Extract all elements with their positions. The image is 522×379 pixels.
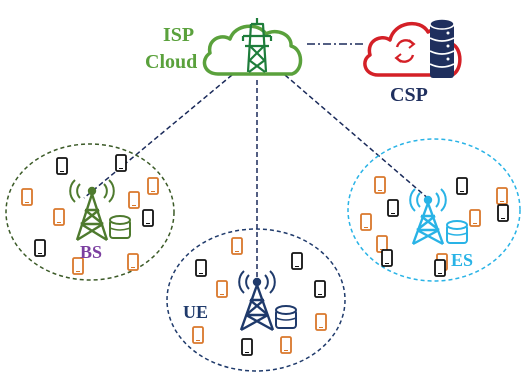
ue-tower-icon: [238, 270, 276, 332]
ue-devices: [192, 237, 327, 356]
isp-label-line2: Cloud: [145, 51, 198, 73]
ue-cluster: [166, 228, 346, 372]
csp-cloud-icon: [363, 18, 462, 78]
transmission-tower-icon: [241, 18, 273, 73]
network-links: [83, 43, 431, 282]
bs-tower-icon: [69, 179, 115, 242]
isp-label-line1: ISP: [163, 24, 195, 46]
isp-cloud-icon: [202, 18, 303, 76]
es-cluster: [347, 138, 521, 282]
bs-database-icon: [109, 215, 131, 239]
bs-cluster: [5, 143, 175, 281]
ue-label: UE: [183, 302, 209, 322]
csp-label: CSP: [390, 84, 428, 106]
es-database-icon: [446, 220, 468, 244]
es-tower-icon: [409, 188, 447, 246]
es-label: ES: [451, 250, 474, 270]
sync-arrows-icon: [394, 39, 416, 63]
database-icon: [429, 18, 455, 78]
link-isp-bs: [83, 74, 233, 199]
bs-label: BS: [80, 242, 103, 262]
ue-database-icon: [275, 305, 297, 329]
